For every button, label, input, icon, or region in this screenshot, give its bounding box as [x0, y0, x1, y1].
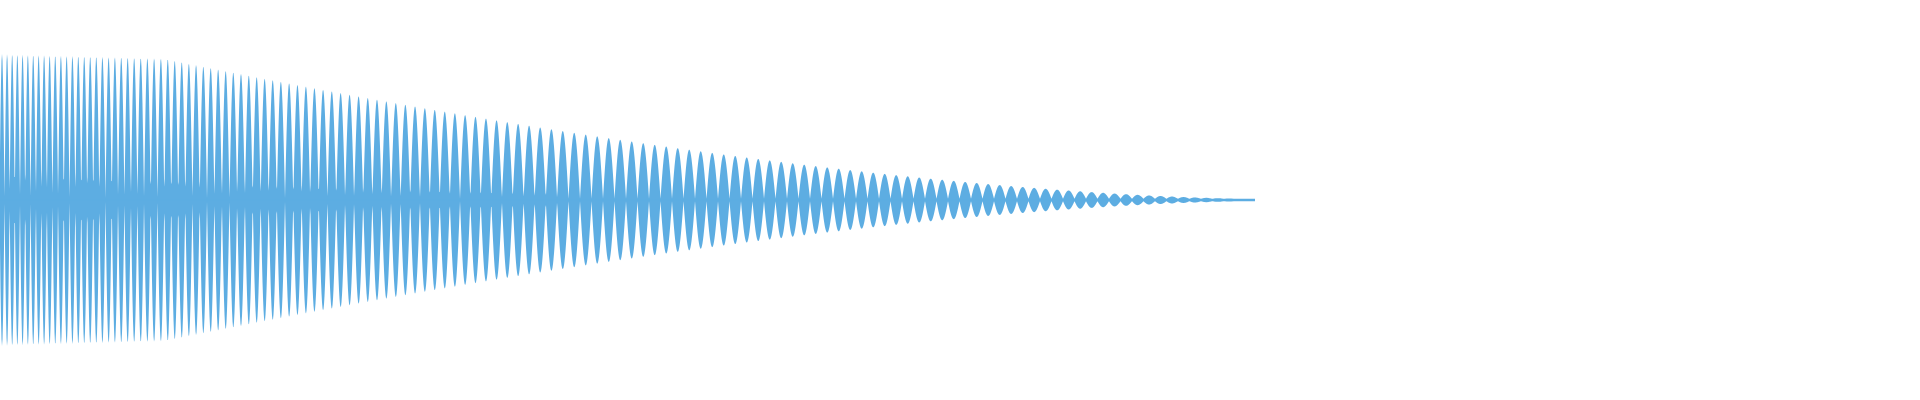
audio-waveform — [0, 53, 1255, 347]
waveform-display — [0, 53, 1255, 347]
